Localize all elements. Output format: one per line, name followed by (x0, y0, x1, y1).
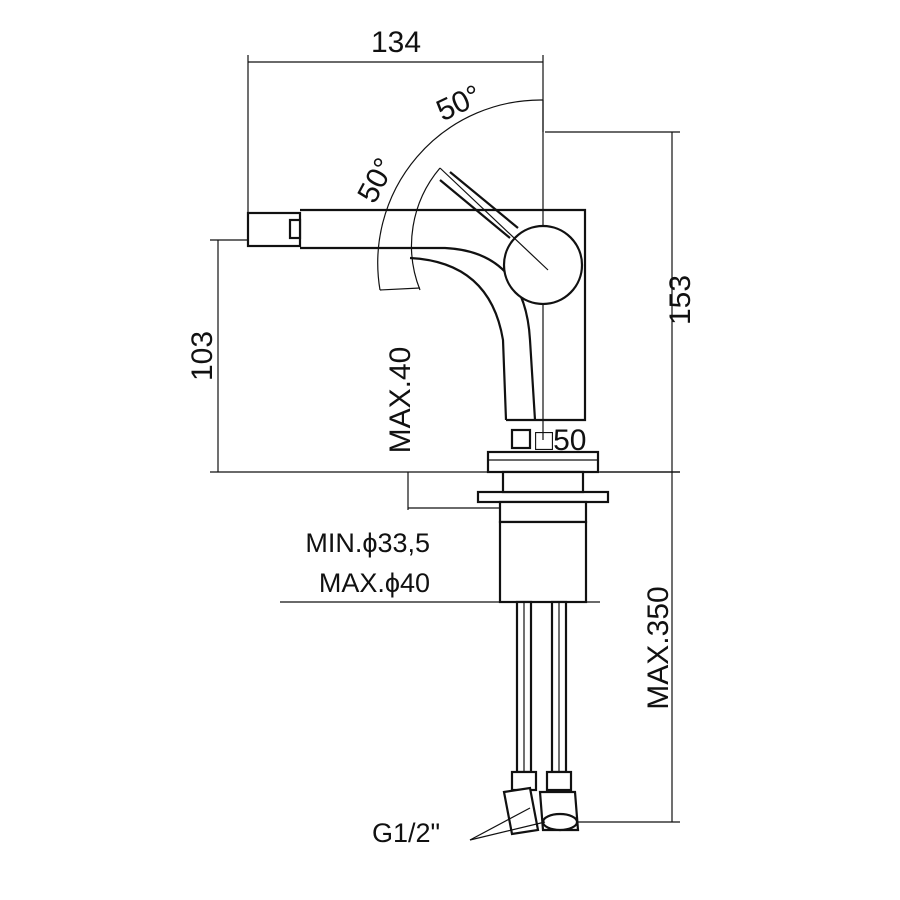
angle-lower-label: 50° (351, 153, 401, 209)
faucet-body: □50 (246, 167, 610, 836)
base-flange (486, 450, 600, 474)
base-square-icon (510, 428, 532, 450)
hose-fitting-right (545, 770, 573, 792)
hose-length-label: MAX.350 (642, 586, 675, 709)
hose-length-dimension: MAX.350 (575, 471, 680, 823)
spout-height-dimension: 103 (186, 239, 248, 472)
angle-upper-label: 50° (431, 79, 486, 128)
height-label: 153 (664, 275, 697, 325)
washer (476, 490, 610, 504)
thread-callout: G1/2" (372, 807, 546, 848)
deck-thickness-dimension: MAX.40 (384, 347, 500, 510)
fixing-nut (498, 500, 588, 524)
nut-left (502, 786, 540, 836)
hose-fitting-left (510, 770, 538, 792)
thread-label: G1/2" (372, 818, 440, 848)
hole-dimension: MIN.ϕ33,5 MAX.ϕ40 (280, 528, 600, 603)
hole-min-label: MIN.ϕ33,5 (305, 528, 430, 558)
spout-height-label: 103 (186, 331, 219, 381)
deck-thickness-label: MAX.40 (384, 347, 417, 454)
width-label: 134 (371, 26, 421, 59)
hole-max-label: MAX.ϕ40 (319, 568, 430, 598)
height-dimension: 153 (545, 131, 697, 472)
shank (498, 520, 588, 604)
